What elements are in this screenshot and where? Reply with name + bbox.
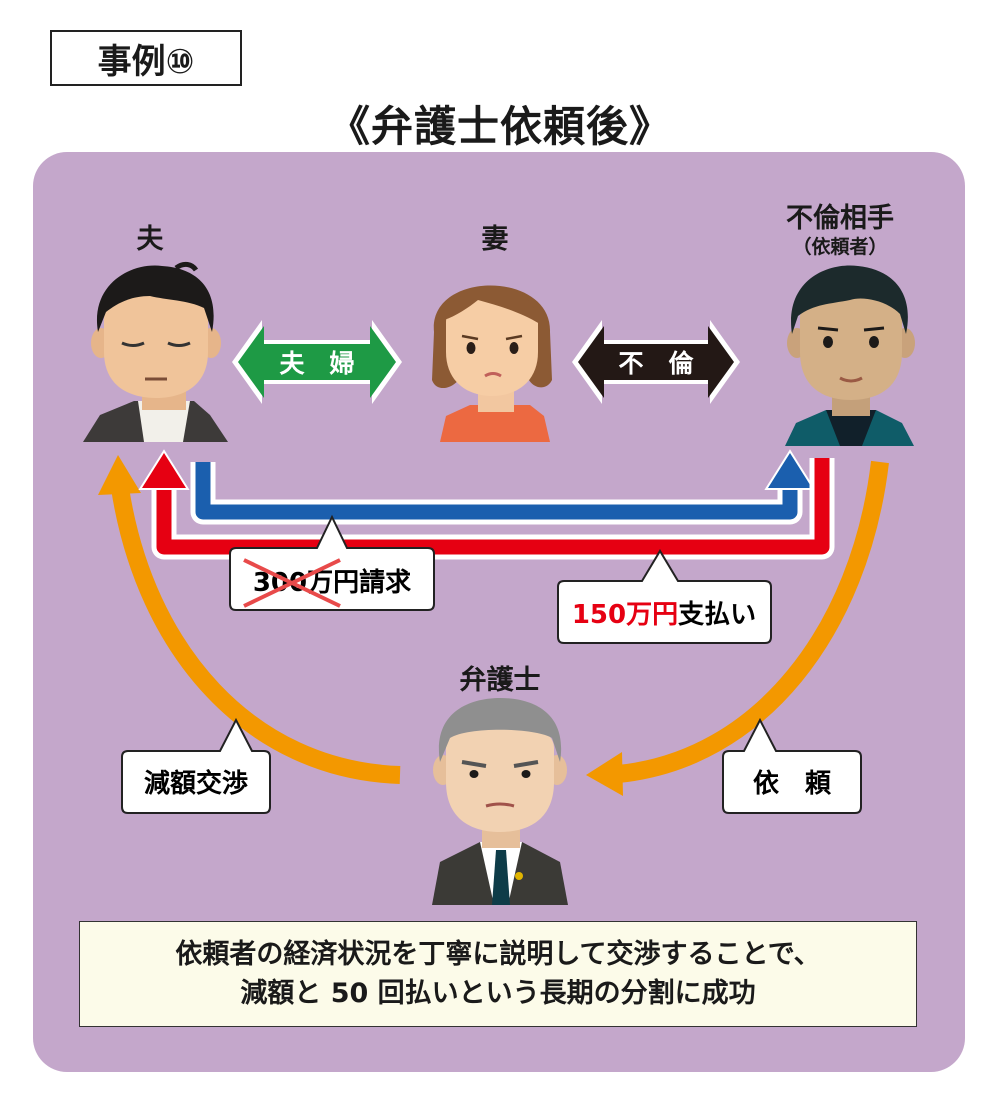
request-arrow [586,460,889,796]
request-label: 依 頼 [753,769,832,799]
affair-label: 不 倫 [618,349,694,378]
affair-arrow: 不 倫 [572,320,740,404]
marriage-arrow: 夫 婦 [232,320,402,404]
svg-text:300万円請求: 300万円請求 [253,567,411,598]
partner-figure [785,265,915,446]
case-label: 事例⑩ [50,30,242,86]
claim-bubble: 300万円請求 [229,514,435,611]
conclusion-line-2: 減額と 50 回払いという長期の分割に成功 [240,978,756,1009]
husband-label: 夫 [136,224,164,255]
negotiation-label: 減額交渉 [144,768,248,799]
partner-sublabel: （依頼者） [792,236,888,258]
lawyer-label: 弁護士 [459,665,541,696]
strike-line-2 [243,558,341,608]
paid-amount: 150万円 [572,600,678,630]
payment-bubble: 150万円支払い [557,549,772,644]
conclusion-box: 依頼者の経済状況を丁寧に説明して交渉することで、 減額と 50 回払いという長期… [79,921,917,1027]
husband-figure [83,261,228,442]
page-title: 《弁護士依頼後》 [327,102,672,151]
marriage-label: 夫 婦 [279,349,354,378]
lawyer-figure [432,698,568,905]
svg-text:150万円支払い: 150万円支払い [572,600,756,630]
claim-suffix: 請求 [359,567,411,598]
partner-label: 不倫相手 [786,203,894,234]
claim-arrow [190,449,816,525]
wife-figure [432,285,552,442]
negotiation-bubble: 減額交渉 [121,717,271,814]
paid-suffix: 支払い [678,600,756,630]
wife-label: 妻 [481,224,509,255]
conclusion-line-1: 依頼者の経済状況を丁寧に説明して交渉することで、 [175,938,821,970]
negotiation-arrow [98,455,401,784]
payment-arrow [138,449,835,560]
request-bubble: 依 頼 [722,717,862,814]
